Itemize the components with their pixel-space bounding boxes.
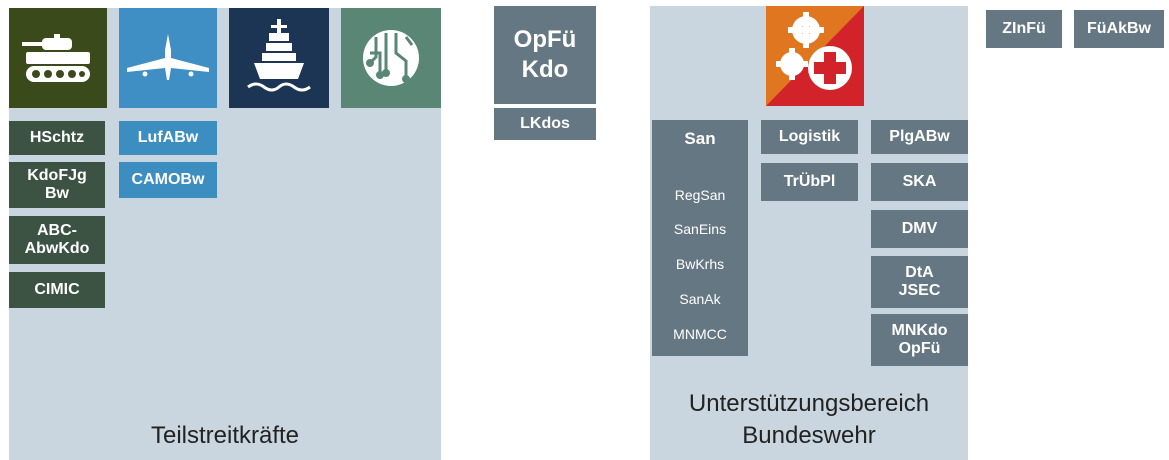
jet-icon — [127, 34, 209, 80]
san-item-mnmcc[interactable]: MNMCC — [673, 326, 727, 342]
san-item-regsan[interactable]: RegSan — [674, 187, 726, 203]
zinfue-box[interactable]: ZInFü — [986, 10, 1062, 48]
fueakbw-box[interactable]: FüAkBw — [1074, 10, 1164, 48]
cyber-tile[interactable] — [341, 8, 441, 108]
ship-icon — [247, 19, 311, 92]
unit-plgabw[interactable]: PlgABw — [871, 120, 968, 154]
tank-icon — [22, 34, 90, 82]
truebpl-box[interactable]: TrÜbPl — [761, 163, 858, 201]
lkdos-box[interactable]: LKdos — [494, 108, 596, 140]
cyber-icon — [363, 30, 419, 86]
army-tile[interactable] — [9, 8, 107, 108]
ubw-logo — [766, 6, 864, 106]
unit-dta-jsec[interactable]: DtA JSEC — [871, 256, 968, 308]
air-unit-lufabw[interactable]: LufABw — [119, 121, 217, 155]
logistik-box[interactable]: Logistik — [761, 120, 858, 154]
unit-ska[interactable]: SKA — [871, 163, 968, 201]
army-unit-kdofjgbw[interactable]: KdoFJg Bw — [9, 162, 105, 208]
teilstreitkraefte-caption: Teilstreitkräfte — [150, 422, 300, 449]
san-item-bwkrhs[interactable]: BwKrhs — [675, 256, 725, 272]
unterstuetzung-caption: Unterstützungsbereich Bundeswehr — [688, 390, 930, 449]
air-force-tile[interactable] — [119, 8, 217, 108]
san-item-sanak[interactable]: SanAk — [679, 291, 721, 307]
unit-dmv[interactable]: DMV — [871, 210, 968, 248]
san-label: San — [684, 129, 716, 148]
opfue-kdo-box[interactable]: OpFü Kdo — [494, 6, 596, 104]
navy-tile[interactable] — [229, 8, 329, 108]
san-column[interactable] — [652, 120, 748, 356]
army-unit-abcabwkdo[interactable]: ABC- AbwKdo — [9, 216, 105, 264]
unit-mnkdo-opfue[interactable]: MNKdo OpFü — [871, 314, 968, 366]
army-unit-hschtz[interactable]: HSchtz — [9, 121, 105, 155]
gears-medical-cross-icon — [766, 6, 864, 106]
air-unit-camobw[interactable]: CAMOBw — [119, 162, 217, 198]
army-unit-cimic[interactable]: CIMIC — [9, 272, 105, 308]
san-item-saneins[interactable]: SanEins — [673, 221, 727, 237]
